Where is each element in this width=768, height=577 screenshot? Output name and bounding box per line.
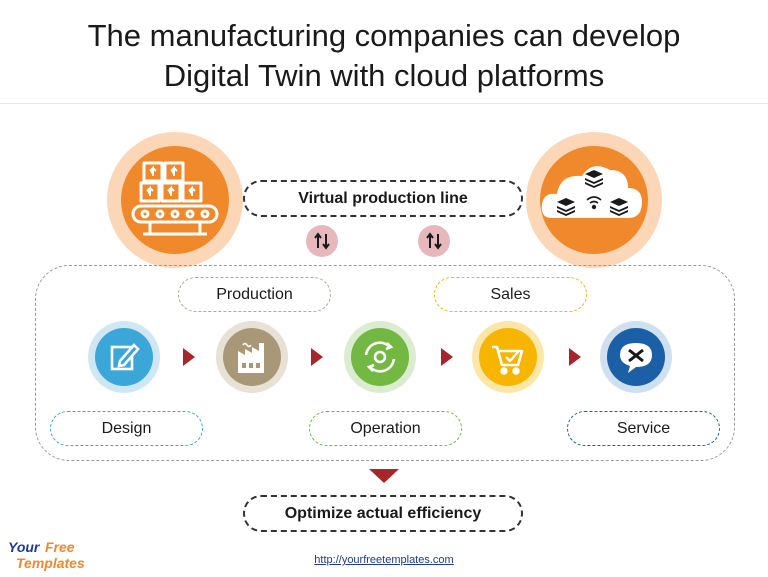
svg-text:Templates: Templates bbox=[16, 555, 85, 571]
factory-circle bbox=[107, 132, 243, 268]
cloud-platform-circle bbox=[526, 132, 662, 268]
design-label: Design bbox=[50, 411, 203, 446]
edit-icon bbox=[110, 343, 140, 371]
gear-cycle-icon bbox=[364, 341, 396, 373]
operation-circle bbox=[344, 321, 416, 393]
chevron-right-icon bbox=[569, 348, 581, 366]
chevron-right-icon bbox=[441, 348, 453, 366]
chevron-right-icon bbox=[311, 348, 323, 366]
svg-text:Free: Free bbox=[45, 539, 75, 555]
down-arrow-icon bbox=[369, 469, 399, 483]
up-down-arrows-icon bbox=[314, 232, 330, 250]
factory-icon bbox=[238, 343, 264, 373]
virtual-production-line-label: Virtual production line bbox=[243, 180, 523, 217]
sales-text: Sales bbox=[490, 285, 531, 303]
production-label: Production bbox=[178, 277, 331, 312]
design-text: Design bbox=[101, 419, 152, 437]
design-circle bbox=[88, 321, 160, 393]
sync-arrow-chip-right bbox=[418, 225, 450, 257]
operation-text: Operation bbox=[350, 419, 421, 437]
your-free-templates-logo: Your Free Templates bbox=[8, 538, 108, 577]
production-circle bbox=[216, 321, 288, 393]
title-divider bbox=[0, 103, 768, 104]
sales-circle bbox=[472, 321, 544, 393]
conveyor-boxes-icon bbox=[131, 161, 219, 236]
page-title: The manufacturing companies can develop … bbox=[0, 16, 768, 96]
shopping-cart-icon bbox=[492, 345, 524, 375]
title-line-2: Digital Twin with cloud platforms bbox=[163, 58, 605, 93]
optimize-efficiency-label: Optimize actual efficiency bbox=[243, 495, 523, 532]
sync-arrow-chip-left bbox=[306, 225, 338, 257]
title-line-1: The manufacturing companies can develop bbox=[87, 18, 681, 53]
service-label: Service bbox=[567, 411, 720, 446]
optimize-efficiency-text: Optimize actual efficiency bbox=[284, 504, 482, 522]
service-circle bbox=[600, 321, 672, 393]
svg-text:Your: Your bbox=[8, 539, 41, 555]
service-text: Service bbox=[616, 419, 671, 437]
virtual-production-line-text: Virtual production line bbox=[298, 189, 468, 207]
data-stack-icon bbox=[557, 170, 628, 216]
sales-label: Sales bbox=[434, 277, 587, 312]
up-down-arrows-icon bbox=[426, 232, 442, 250]
wifi-icon bbox=[586, 196, 602, 210]
footer-link[interactable]: http://yourfreetemplates.com bbox=[314, 554, 454, 566]
operation-label: Operation bbox=[309, 411, 462, 446]
production-text: Production bbox=[216, 285, 293, 303]
process-frame bbox=[35, 265, 735, 461]
support-tools-icon bbox=[620, 343, 652, 373]
chevron-right-icon bbox=[183, 348, 195, 366]
